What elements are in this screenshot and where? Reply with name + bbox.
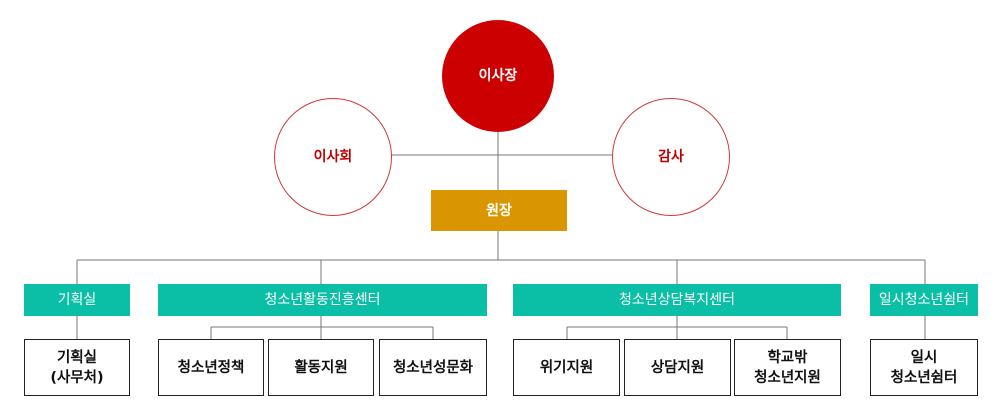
unit-youth-policy: 청소년정책 — [158, 339, 264, 396]
unit-label: 청소년성문화 — [392, 359, 474, 376]
unit-label: 청소년정책 — [177, 359, 245, 376]
unit-label: 상담지원 — [650, 359, 705, 376]
auditor-node: 감사 — [612, 98, 730, 216]
auditor-label: 감사 — [658, 149, 684, 165]
board-label: 이사회 — [313, 149, 353, 165]
chairman-node: 이사장 — [442, 20, 554, 132]
department-label: 기획실 — [57, 292, 97, 308]
unit-label: 기획실 (사무처) — [50, 349, 104, 386]
chairman-label: 이사장 — [478, 68, 518, 84]
department-label: 일시청소년쉼터 — [878, 292, 970, 308]
unit-label: 위기지원 — [539, 359, 594, 376]
director-label: 원장 — [486, 202, 512, 219]
department-youth-counseling: 청소년상담복지센터 — [513, 284, 841, 316]
department-shelter: 일시청소년쉼터 — [870, 284, 978, 316]
unit-activity-support: 활동지원 — [268, 339, 374, 396]
department-label: 청소년상담복지센터 — [619, 292, 735, 308]
unit-label: 학교밖 청소년지원 — [754, 349, 821, 386]
department-youth-activity: 청소년활동진흥센터 — [158, 284, 487, 316]
department-planning: 기획실 — [24, 284, 130, 316]
unit-temporary-shelter: 일시 청소년쉼터 — [870, 339, 978, 396]
department-label: 청소년활동진흥센터 — [264, 292, 381, 308]
unit-crisis-support: 위기지원 — [513, 339, 620, 396]
unit-youth-sex-culture: 청소년성문화 — [379, 339, 487, 396]
director-node: 원장 — [431, 190, 567, 231]
unit-out-of-school-support: 학교밖 청소년지원 — [734, 339, 841, 396]
unit-counseling-support: 상담지원 — [624, 339, 731, 396]
unit-label: 일시 청소년쉼터 — [890, 349, 958, 386]
unit-label: 활동지원 — [294, 359, 348, 376]
unit-planning-office: 기획실 (사무처) — [24, 339, 130, 396]
board-node: 이사회 — [274, 98, 392, 216]
